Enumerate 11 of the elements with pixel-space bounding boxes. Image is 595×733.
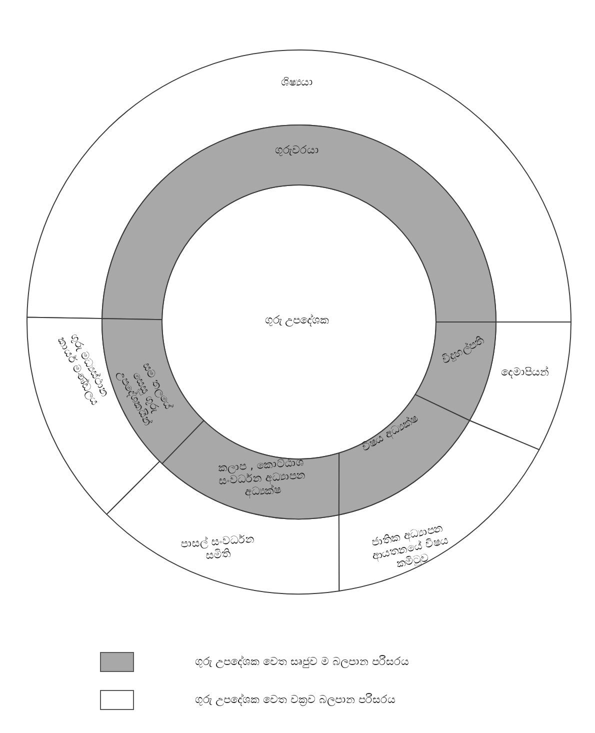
segment-label: කලාප , කොට්ඨාශ සංවර්ධන අධ්‍යාපන අධ්‍යක්ෂ <box>217 454 307 501</box>
ring-segment <box>337 393 471 516</box>
segment-label: ශිෂ්‍යයා <box>280 76 314 88</box>
segment-label: ගුරු උපදේශක <box>264 314 330 326</box>
legend-label: ගුරු උපදේශක වෙත සෘජුව ම බලපාන පරිසරය <box>195 655 409 668</box>
segment-label: පාසල් සංවර්ධන සමිති <box>179 532 256 564</box>
segment-label: දෙමාපියන් <box>500 366 550 378</box>
ring-segment <box>105 460 341 595</box>
segment-label: ගුරුවරයා <box>274 144 320 156</box>
legend-label: ගුරු උපදේශක වෙත වක්‍රව බලපාන පරිසරය <box>195 693 396 706</box>
ring-segment <box>161 419 341 520</box>
